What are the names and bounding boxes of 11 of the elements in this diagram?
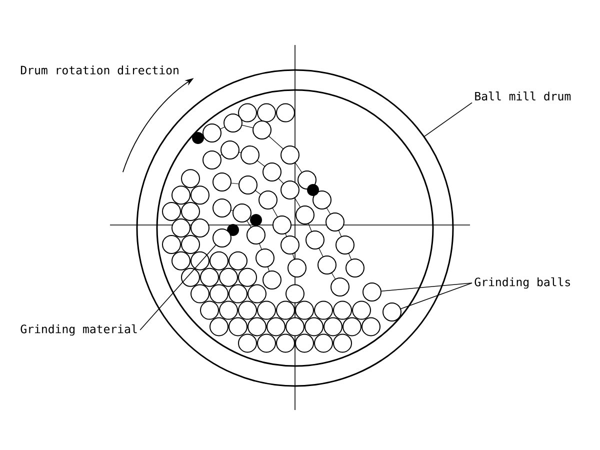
ball — [362, 282, 382, 302]
ball — [212, 228, 232, 248]
label-text: Drum rotation direction — [20, 66, 178, 74]
ball — [382, 302, 402, 322]
leader-line — [381, 282, 472, 292]
label-text: Ball mill drum — [475, 92, 571, 100]
leader-line — [424, 102, 472, 137]
label-text: Grinding material — [20, 324, 137, 336]
leader-line — [140, 244, 216, 330]
label-text: Grinding balls — [474, 277, 570, 289]
leader-line — [400, 282, 472, 310]
